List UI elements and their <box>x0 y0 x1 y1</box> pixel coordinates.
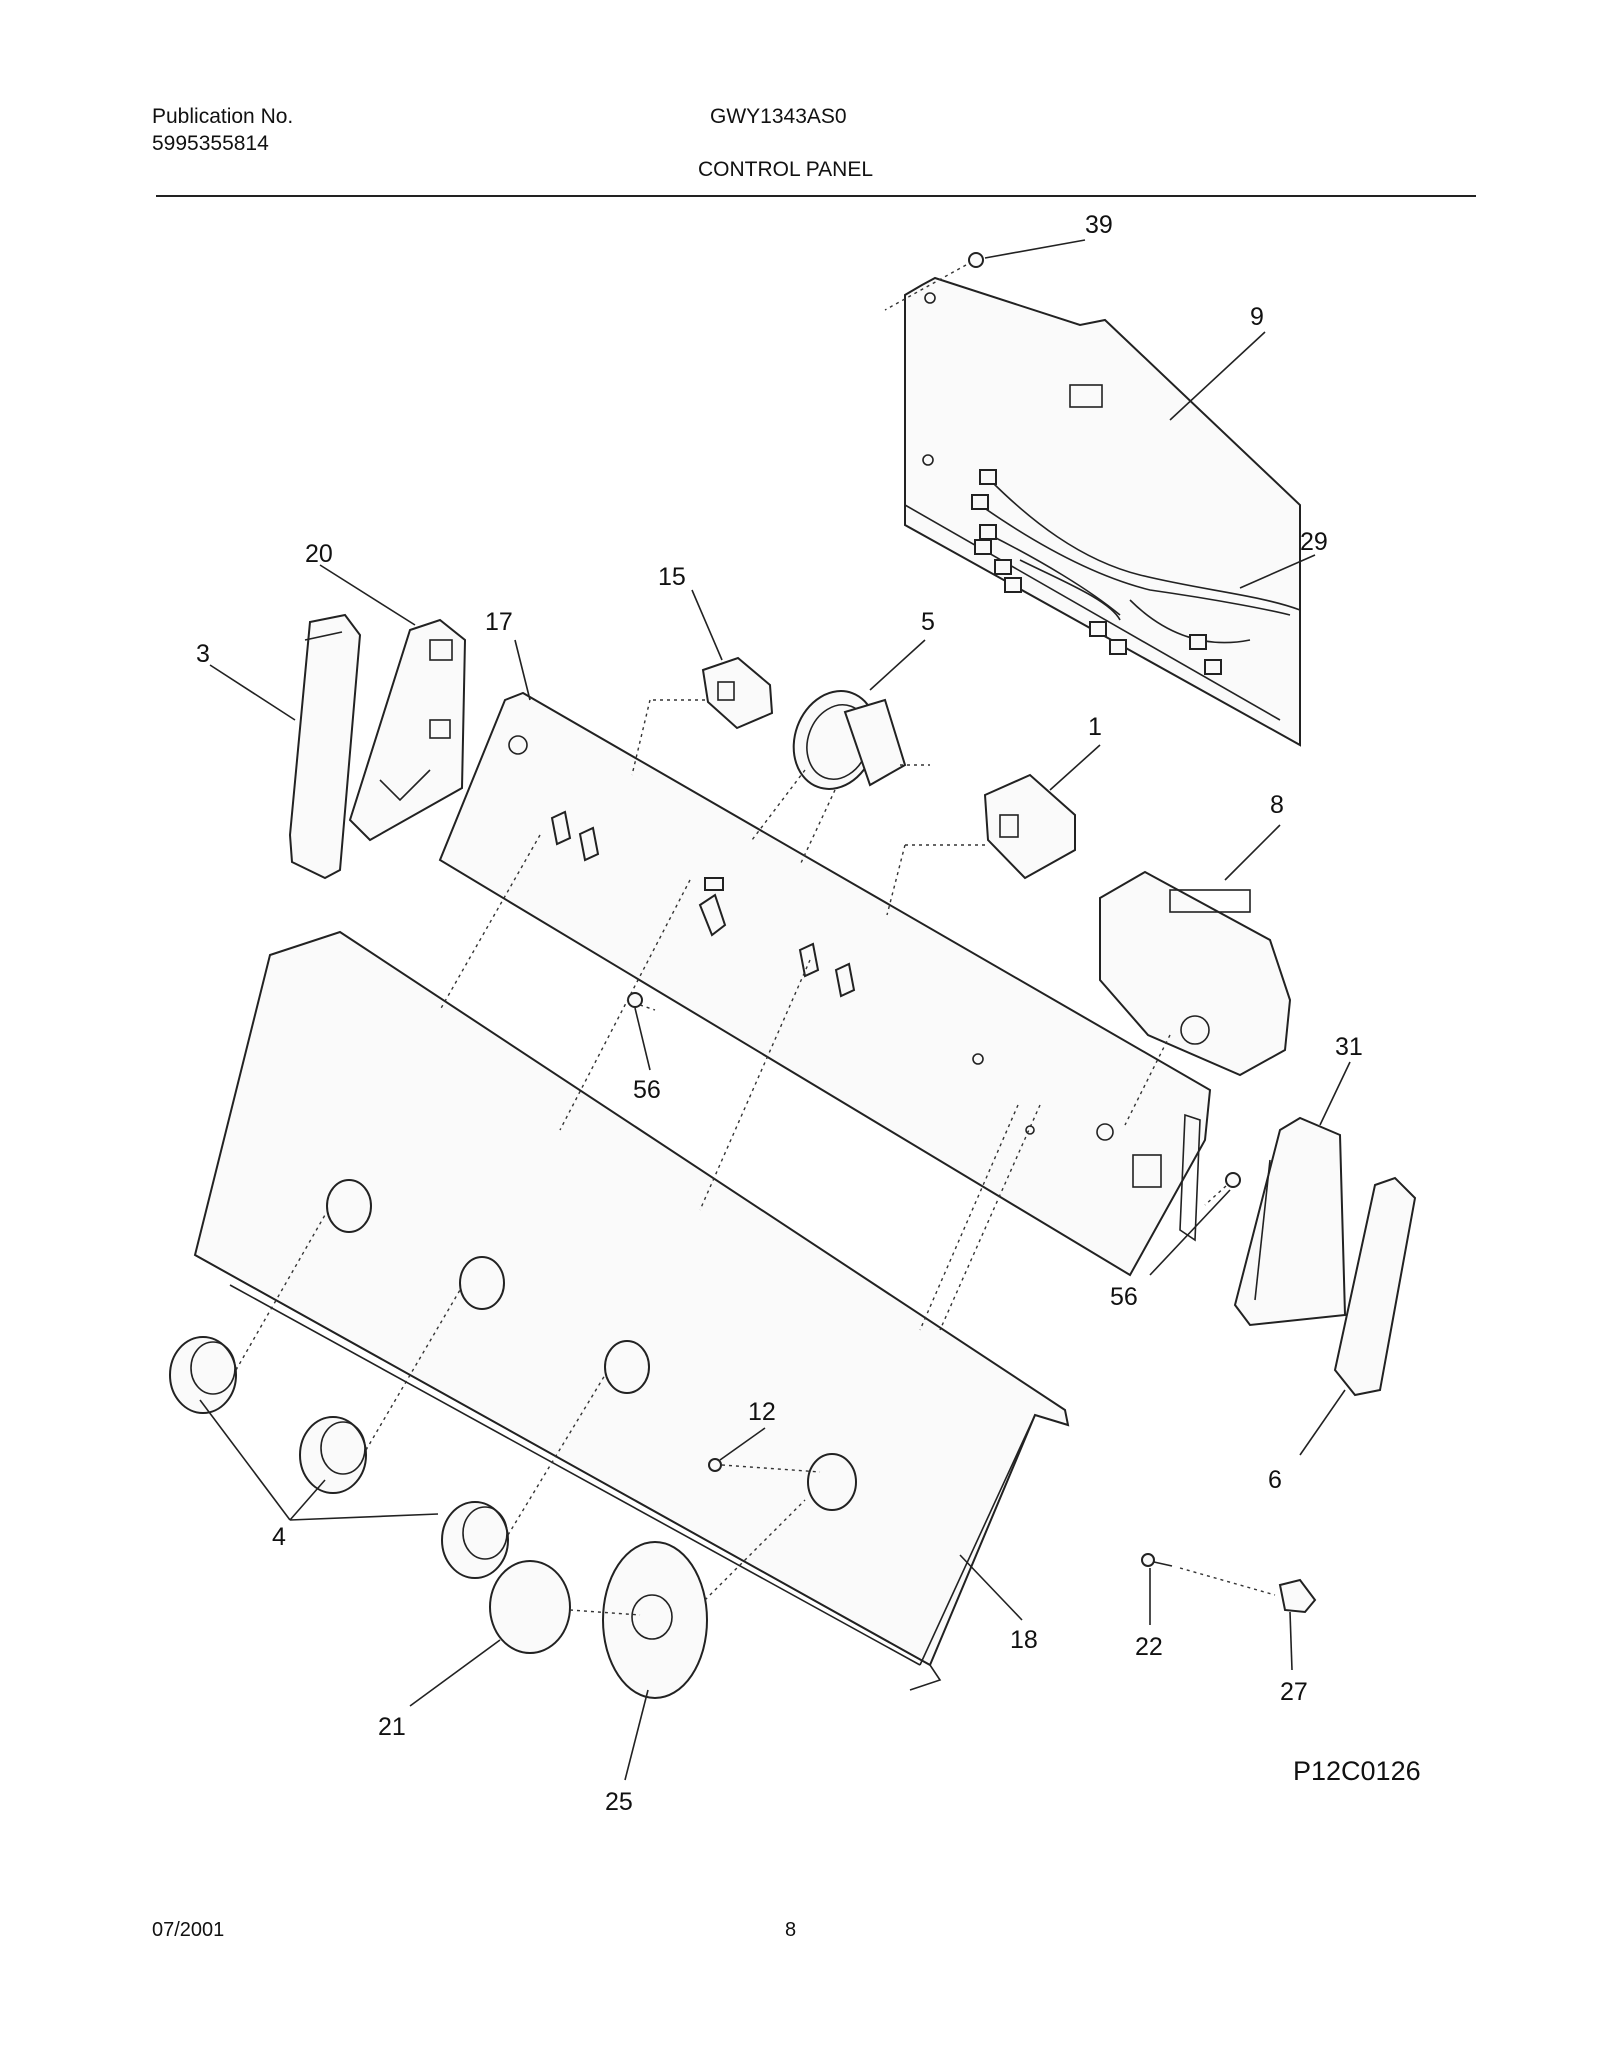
callout-17: 17 <box>485 608 513 636</box>
right-end-trim-part <box>1333 1176 1417 1397</box>
model-number: GWY1343AS0 <box>710 105 847 128</box>
header-rule <box>156 195 1476 197</box>
front-panel-part <box>193 930 1070 1691</box>
control-console-part <box>438 691 1212 1277</box>
callout-18: 18 <box>1010 1626 1038 1654</box>
dial-part <box>569 1499 806 1699</box>
pressure-switch-part <box>751 690 930 866</box>
callout-8: 8 <box>1270 791 1284 819</box>
callout-12: 12 <box>748 1398 776 1426</box>
callout-5: 5 <box>921 608 935 636</box>
callout-labels: 39 9 29 20 3 17 15 5 1 8 56 31 56 12 4 6… <box>196 211 1421 1816</box>
page-number: 8 <box>785 1919 797 1941</box>
rear-panel-part <box>904 276 1301 747</box>
screw-56-right <box>1204 1172 1241 1206</box>
callout-15: 15 <box>658 563 686 591</box>
relay-part <box>886 773 1076 916</box>
screw-12 <box>708 1458 821 1473</box>
callout-22: 22 <box>1135 1633 1163 1661</box>
switch-15-part <box>631 656 774 776</box>
diagram-code: P12C0126 <box>1293 1756 1421 1786</box>
section-title: CONTROL PANEL <box>698 158 874 181</box>
screw-39 <box>884 252 984 311</box>
callout-31: 31 <box>1335 1033 1363 1061</box>
footer-date: 07/2001 <box>152 1919 225 1941</box>
right-end-cap-part <box>1233 1116 1347 1327</box>
callout-6: 6 <box>1268 1466 1282 1494</box>
callout-27: 27 <box>1280 1678 1308 1706</box>
publication-label: Publication No. <box>152 105 294 128</box>
screw-22 <box>1141 1553 1276 1596</box>
publication-number: 5995355814 <box>152 132 269 155</box>
clip-27 <box>1278 1578 1317 1614</box>
assembly-leaders <box>439 834 1041 1331</box>
callout-25: 25 <box>605 1788 633 1816</box>
callout-39: 39 <box>1085 211 1113 239</box>
callout-4: 4 <box>272 1523 286 1551</box>
screw-56-left <box>627 992 656 1011</box>
callout-29: 29 <box>1300 528 1328 556</box>
callout-56-left: 56 <box>633 1076 661 1104</box>
callout-20: 20 <box>305 540 333 568</box>
timer-part <box>1099 870 1292 1126</box>
callout-1: 1 <box>1088 713 1102 741</box>
callout-21: 21 <box>378 1713 406 1741</box>
left-end-cap-part <box>348 618 467 842</box>
left-end-trim-part <box>288 613 362 880</box>
callout-56-right: 56 <box>1110 1283 1138 1311</box>
callout-leaders <box>199 239 1351 1781</box>
knob-cap-part <box>489 1560 571 1654</box>
knob-part <box>169 1214 606 1579</box>
wire-harness-part <box>971 469 1301 675</box>
callout-9: 9 <box>1250 303 1264 331</box>
callout-3: 3 <box>196 640 210 668</box>
